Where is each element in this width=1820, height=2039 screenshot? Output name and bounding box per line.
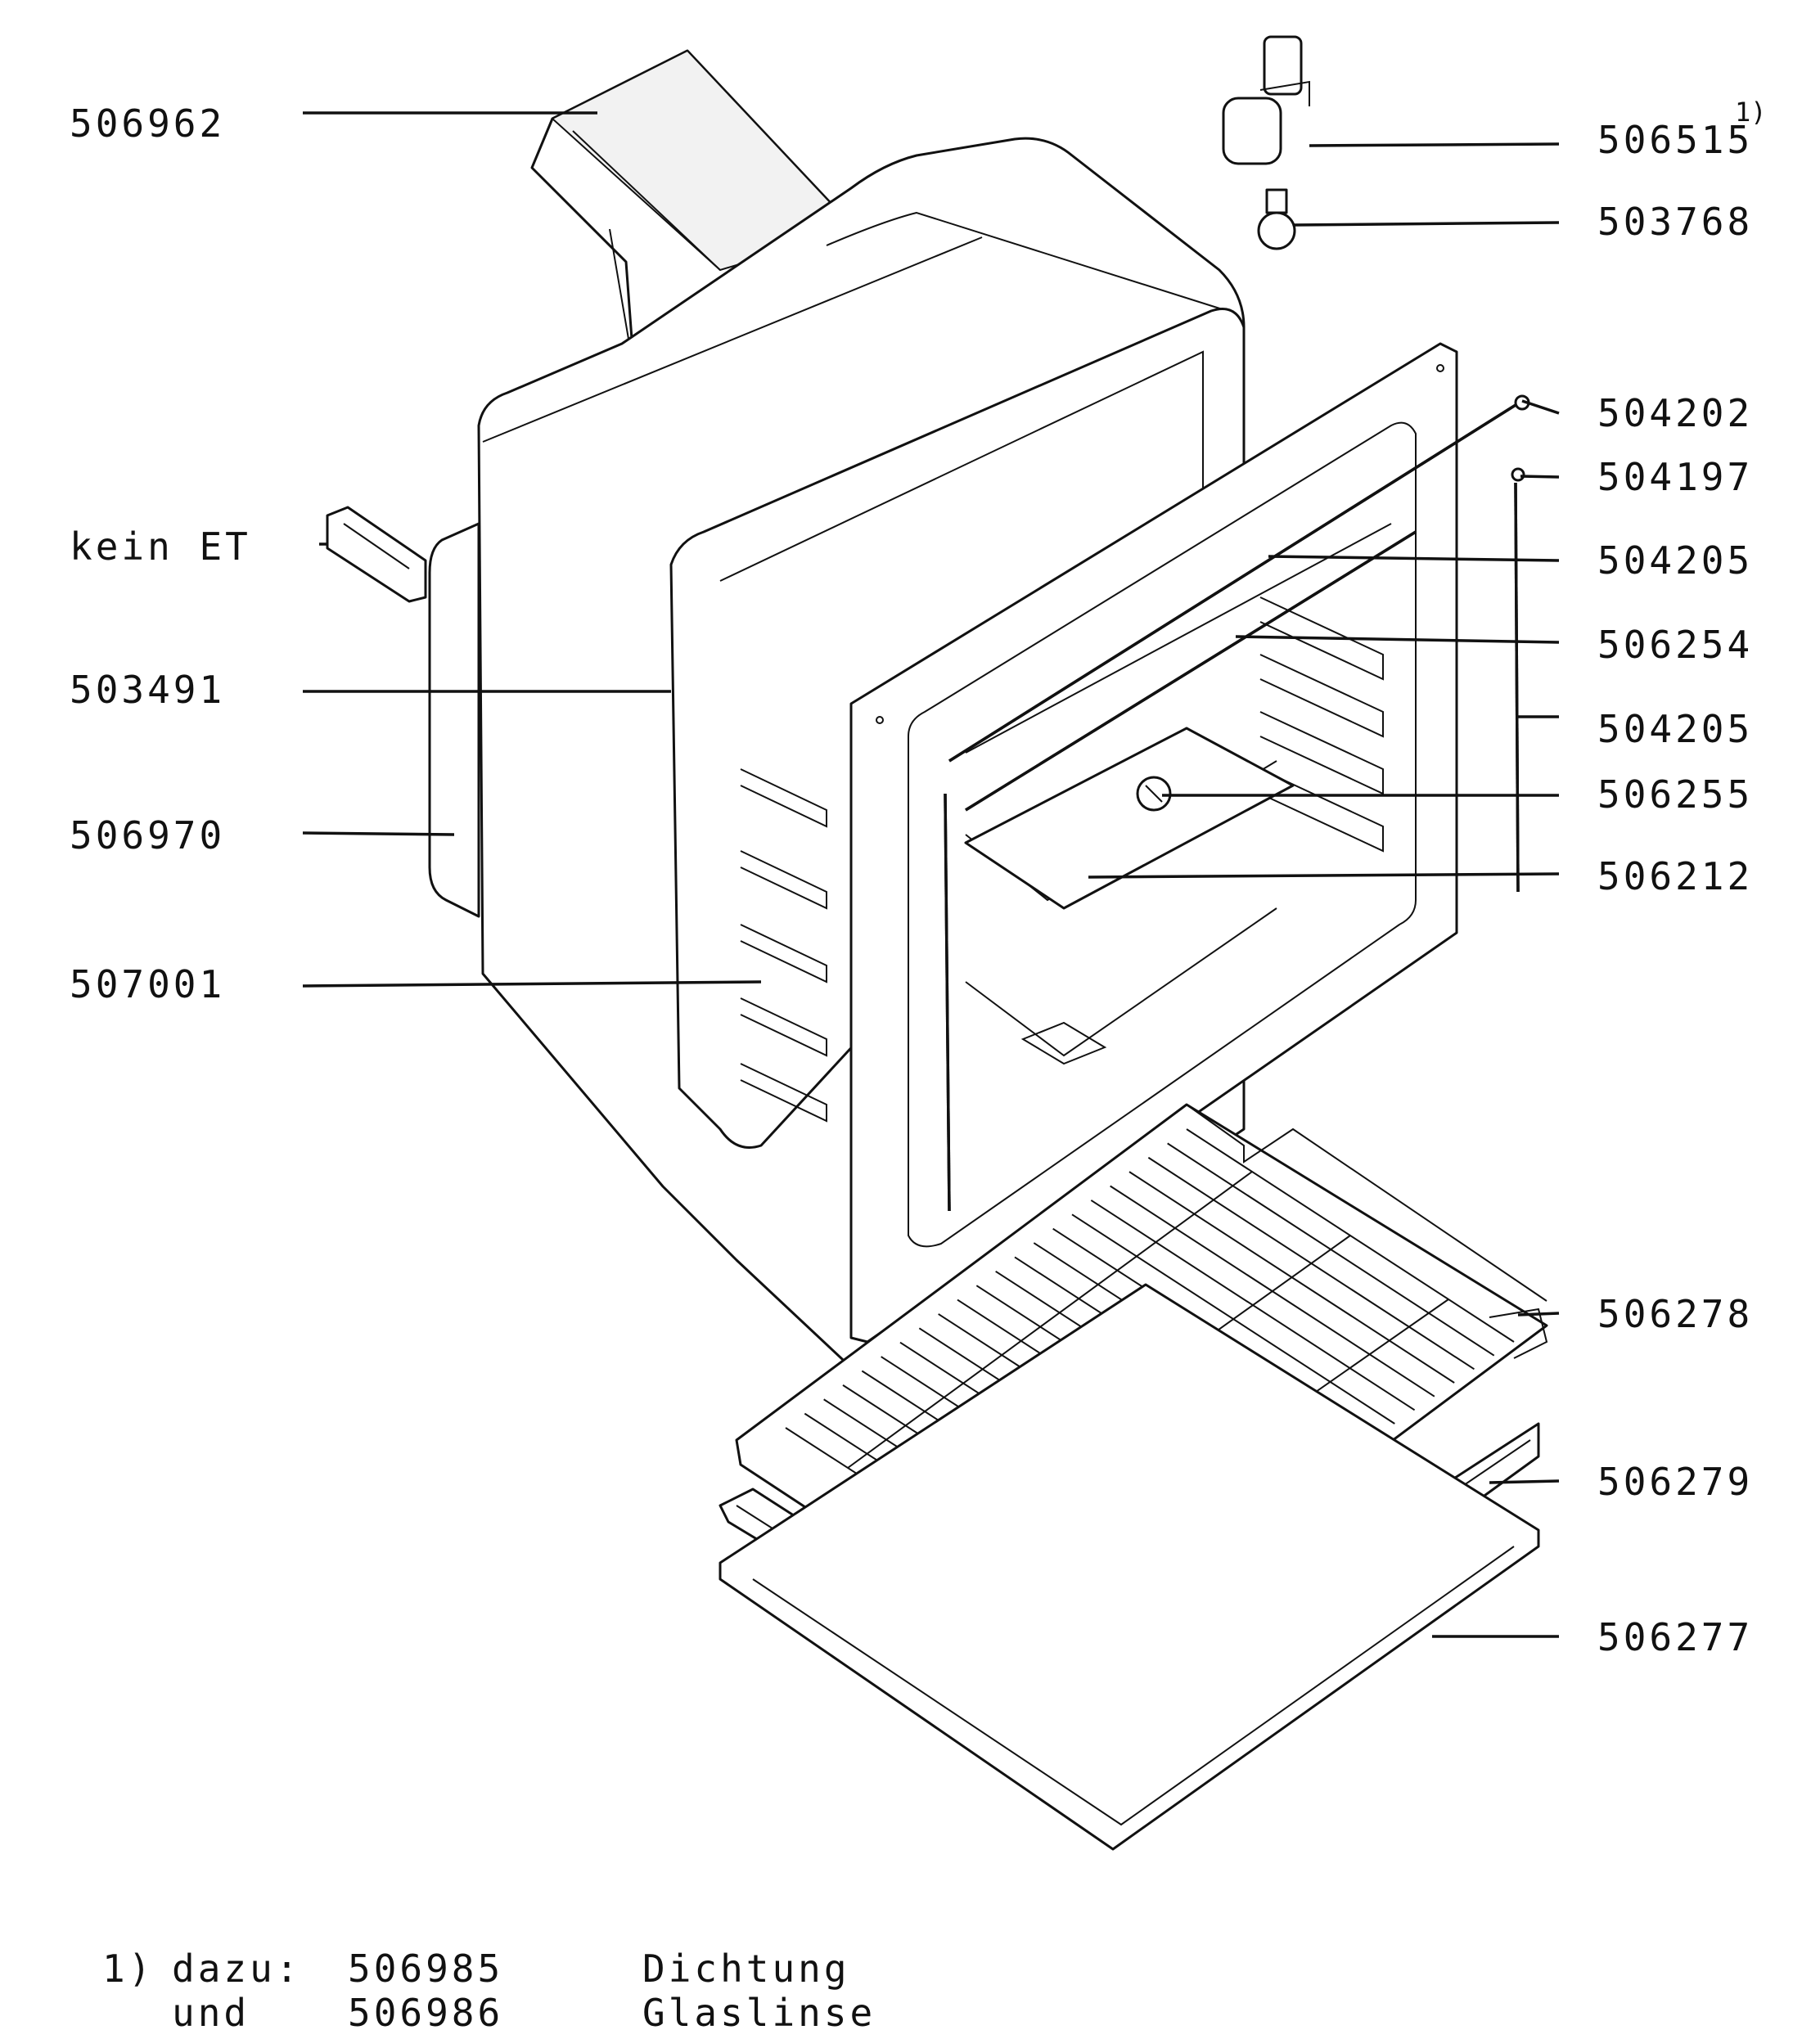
bracket-part xyxy=(326,506,427,603)
footnote-name-1: Dichtung xyxy=(642,1947,850,1991)
label-503491: 503491 xyxy=(70,668,226,712)
leader-lines xyxy=(302,111,1560,1638)
label-506279: 506279 xyxy=(1597,1460,1754,1504)
label-506277: 506277 xyxy=(1597,1615,1754,1659)
label-504197: 504197 xyxy=(1597,455,1754,499)
footnote-word-1: dazu: xyxy=(172,1947,302,1991)
rack-crossbar xyxy=(847,1171,1253,1469)
baking-tray-part xyxy=(964,727,1295,910)
label-503768: 503768 xyxy=(1597,200,1754,244)
label-506212: 506212 xyxy=(1597,854,1754,898)
drip-pan-part xyxy=(719,1283,1540,1851)
label-506515: 506515 xyxy=(1597,118,1754,162)
footnote-marker-ref: 1) xyxy=(1735,97,1767,128)
label-506278: 506278 xyxy=(1597,1292,1754,1336)
label-507001: 507001 xyxy=(70,962,226,1006)
footnote-word-2: und xyxy=(172,1991,250,2035)
label-504205-b: 504205 xyxy=(1597,707,1754,751)
lamp-bulb-part xyxy=(1257,188,1296,250)
footnote-marker: 1) xyxy=(102,1947,155,1991)
label-506970: 506970 xyxy=(70,813,226,857)
heating-rods-part xyxy=(944,394,1530,1212)
knob-part xyxy=(1136,776,1172,812)
label-506962: 506962 xyxy=(70,101,226,146)
lamp-socket-part xyxy=(1222,35,1310,165)
label-504202: 504202 xyxy=(1597,391,1754,435)
footnote-number-1: 506985 xyxy=(348,1947,504,1991)
side-cover-part xyxy=(428,522,480,918)
footnote-number-2: 506986 xyxy=(348,1991,504,2035)
label-506254: 506254 xyxy=(1597,623,1754,667)
label-506255: 506255 xyxy=(1597,772,1754,817)
label-kein-et: kein ET xyxy=(70,524,251,569)
label-504205-a: 504205 xyxy=(1597,538,1754,583)
footnote-name-2: Glaslinse xyxy=(642,1991,876,2035)
